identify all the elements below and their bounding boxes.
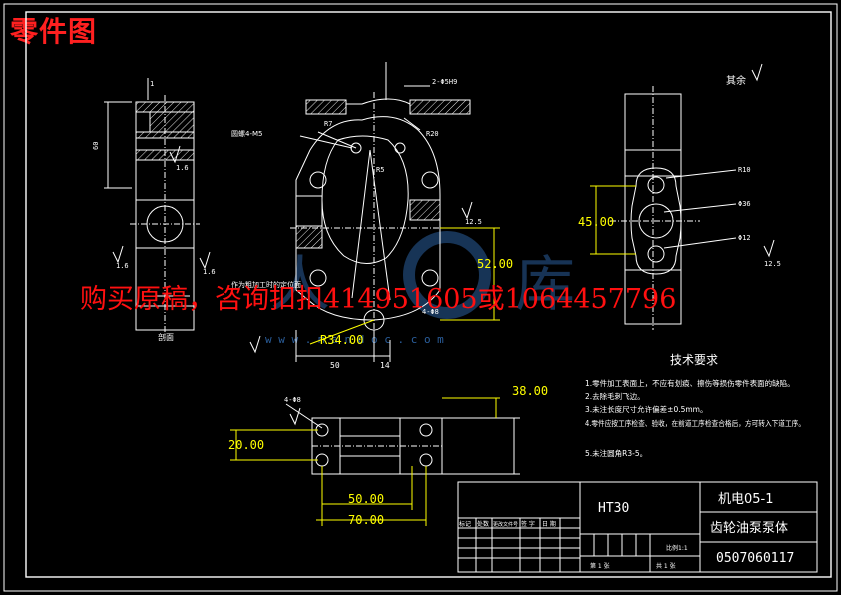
r10-label: R10 [738, 166, 751, 174]
section-label: 剖面 [158, 332, 174, 342]
tb-header-count: 处数 [477, 520, 489, 528]
ra-125-main: 12.5 [465, 218, 482, 226]
advert-banner: 购买原稿，咨询扣扣414951605或1064457796 [80, 284, 677, 315]
ra-125-right: 12.5 [764, 260, 781, 268]
main-front-view [249, 62, 473, 362]
datum-note: 作为粗加工时的定位面 [231, 280, 301, 289]
material-label: HT30 [598, 501, 629, 516]
r7-label: R7 [324, 120, 332, 128]
thread-label: 圆螺4-M5 [231, 129, 262, 138]
right-view [610, 63, 775, 330]
left-section-view [104, 78, 211, 338]
ra-label-c: 1.6 [203, 268, 216, 276]
width-14-label: 14 [380, 361, 390, 370]
part-name: 齿轮油泵泵体 [710, 521, 788, 536]
holes-4-label: 4-Φ8 [422, 308, 439, 316]
bottom-view [285, 403, 520, 475]
ra-label-b: 1.6 [116, 262, 129, 270]
sheet-count-b: 共 1 张 [656, 562, 676, 570]
dim-52: 52.00 [477, 257, 513, 271]
sheet-title: 零件图 [10, 15, 98, 48]
dim-38: 38.00 [512, 384, 548, 398]
inner-border [25, 11, 832, 578]
tech-item-1: 1.零件加工表面上，不应有划痕、擦伤等损伤零件表面的缺陷。 [585, 378, 795, 388]
dim-70: 70.00 [348, 513, 384, 527]
tech-item-4: 4.零件应按工序检查、验收，在前道工序检查合格后，方可转入下道工序。 [585, 418, 805, 428]
dim-20: 20.00 [228, 438, 264, 452]
tb-header-sign: 签 字 [521, 520, 535, 528]
scale-label: 比例1:1 [666, 544, 688, 552]
width-50-label: 50 [330, 361, 340, 370]
tech-title: 技术要求 [670, 353, 718, 367]
r5-label: R5 [376, 166, 384, 174]
d12-label: Φ12 [738, 234, 751, 242]
bottom-holes-label: 4-Φ8 [284, 396, 301, 404]
pin-hole-label: 2-Φ5H9 [432, 78, 457, 86]
tech-item-3: 3.未注长度尺寸允许偏差±0.5mm。 [585, 404, 707, 414]
dim-r34: R34.00 [320, 333, 363, 347]
tb-header-mark: 标记 [459, 520, 471, 528]
r20-label: R20 [426, 130, 439, 138]
drawing-number: 0507060117 [716, 551, 794, 566]
top-1-label: 1 [150, 80, 154, 88]
roughness-note: 其余 [726, 74, 746, 87]
right-view-dims [590, 185, 636, 255]
watermark-url: w w w . m a n d o c . c o m [265, 333, 444, 346]
ra-label-a: 1.6 [176, 164, 189, 172]
outer-border [3, 3, 838, 592]
tb-header-date: 日 期 [542, 520, 556, 528]
sheet-count-a: 第 1 张 [590, 562, 610, 570]
main-view-dims [309, 227, 500, 345]
d36-label: Φ36 [738, 200, 751, 208]
tb-header-doc: 更改文件号 [493, 521, 518, 528]
dim-45: 45.00 [578, 215, 614, 229]
bottom-view-dims [230, 397, 500, 526]
height-60-label: 60 [92, 142, 100, 150]
tech-item-2: 2.去除毛刺飞边。 [585, 391, 645, 401]
dim-50: 50.00 [348, 492, 384, 506]
title-block [457, 481, 818, 573]
svg-text:库: 库 [515, 250, 575, 320]
org-label: 机电05-1 [718, 492, 774, 507]
tech-item-5: 5.未注圆角R3-5。 [585, 448, 647, 458]
